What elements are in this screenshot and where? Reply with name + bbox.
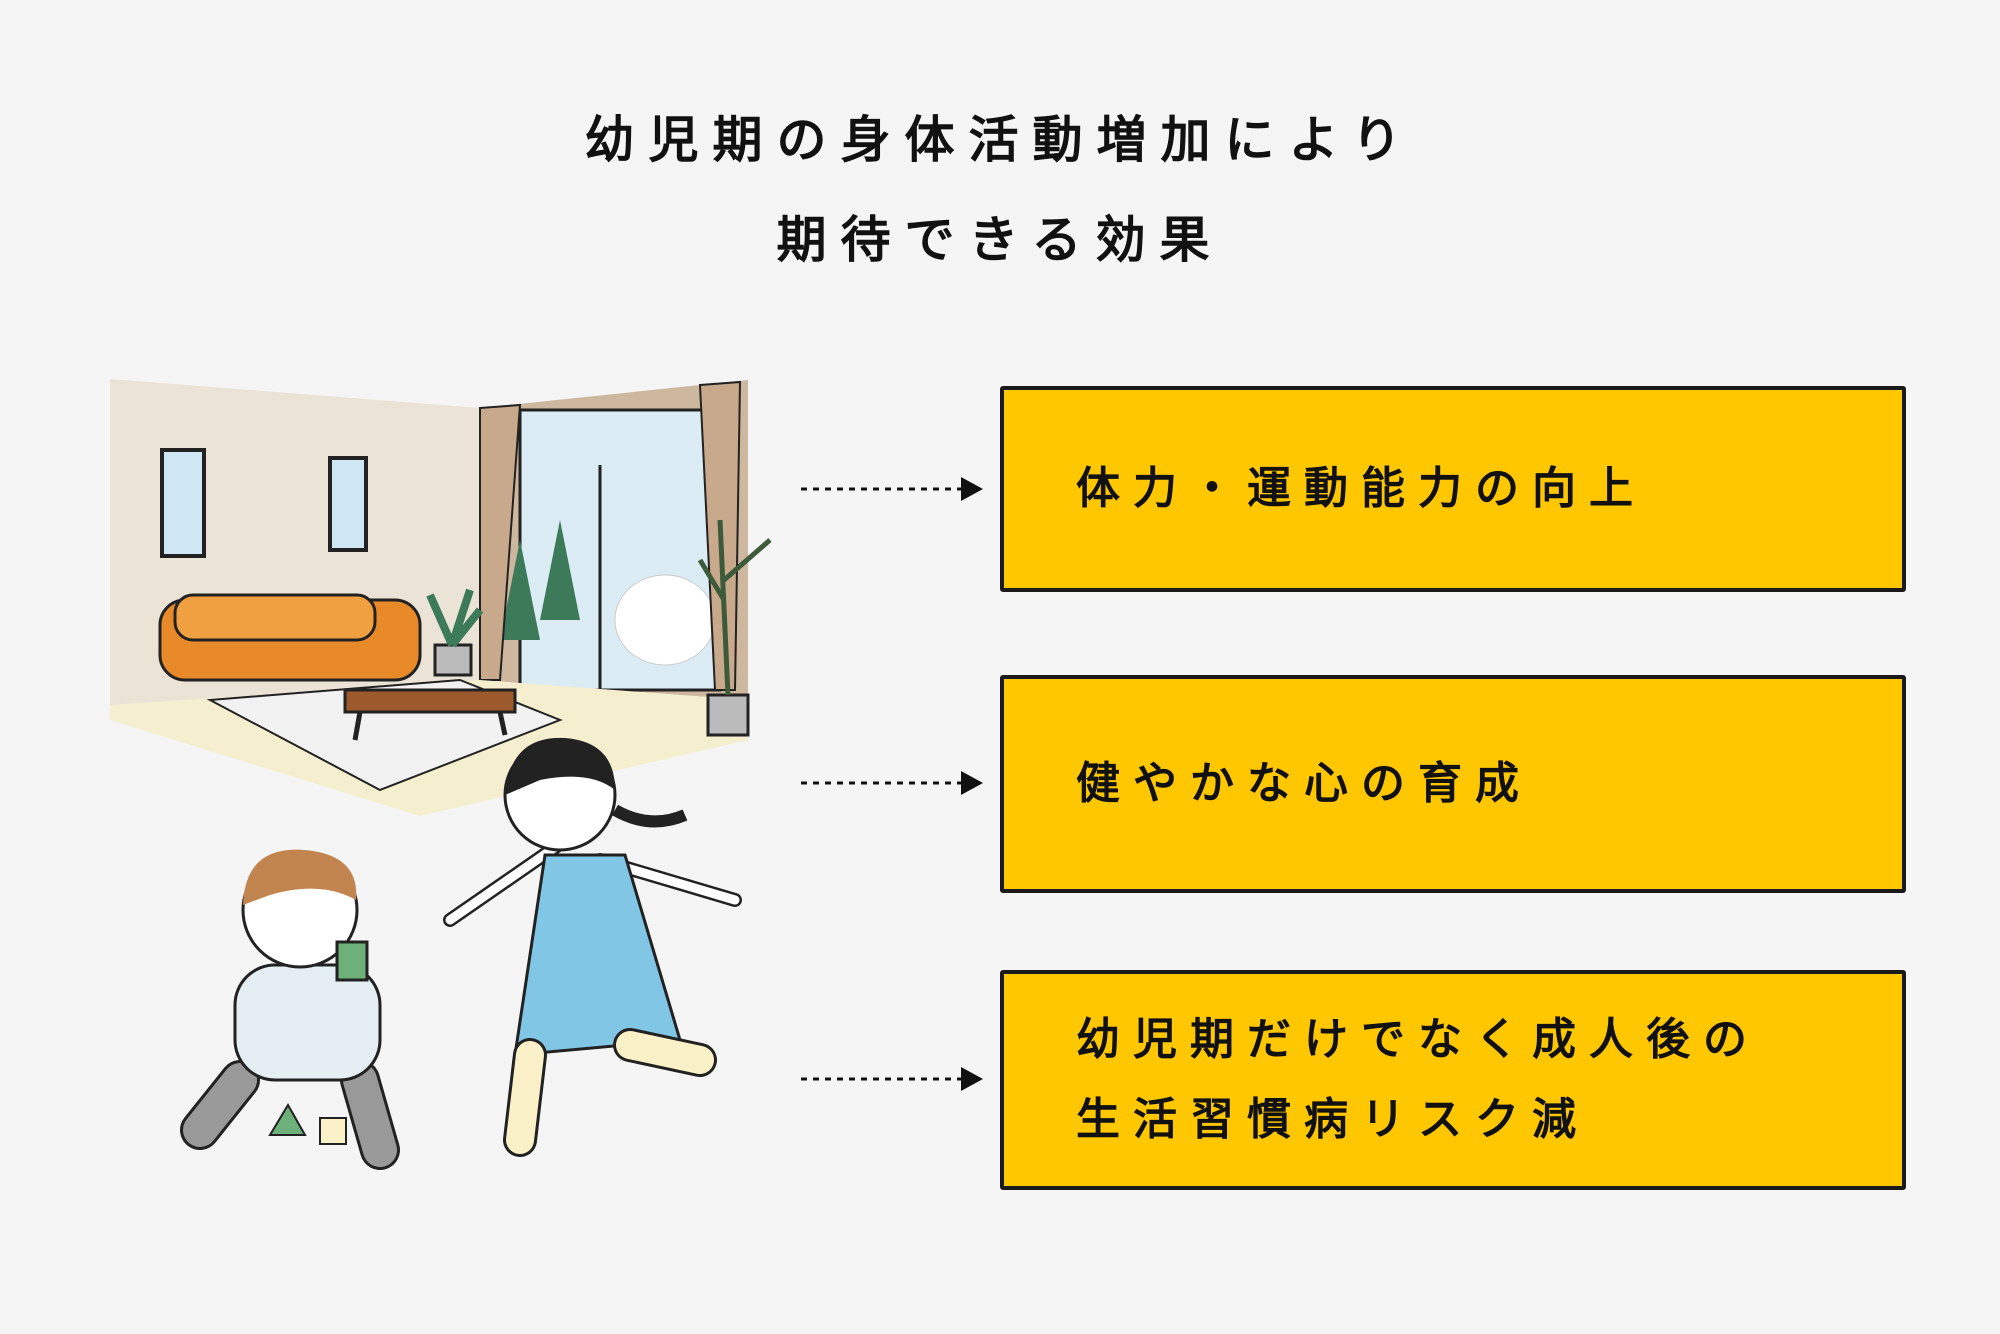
- arrow-to-effect-3: [801, 1067, 983, 1091]
- effect-box-fitness: 体力・運動能力の向上: [1000, 386, 1906, 592]
- effect-text-line-2: 生活習慣病リスク減: [1076, 1094, 1589, 1145]
- living-room-illustration: [110, 379, 772, 816]
- arrow-to-effect-1: [801, 477, 983, 501]
- boy-illustration: [180, 849, 400, 1170]
- effect-box-lifestyle-disease: 幼児期だけでなく成人後の 生活習慣病リスク減: [1000, 970, 1906, 1190]
- girl-illustration: [443, 737, 742, 1157]
- arrow-to-effect-2: [801, 771, 983, 795]
- effect-text-line-1: 幼児期だけでなく成人後の: [1076, 1014, 1760, 1065]
- effect-text: 健やかな心の育成: [1076, 758, 1532, 809]
- effect-text: 体力・運動能力の向上: [1076, 463, 1646, 514]
- effect-box-mental-health: 健やかな心の育成: [1000, 675, 1906, 893]
- title-line-1: 幼児期の身体活動増加により: [584, 111, 1416, 169]
- title-line-2: 期待できる効果: [776, 211, 1224, 269]
